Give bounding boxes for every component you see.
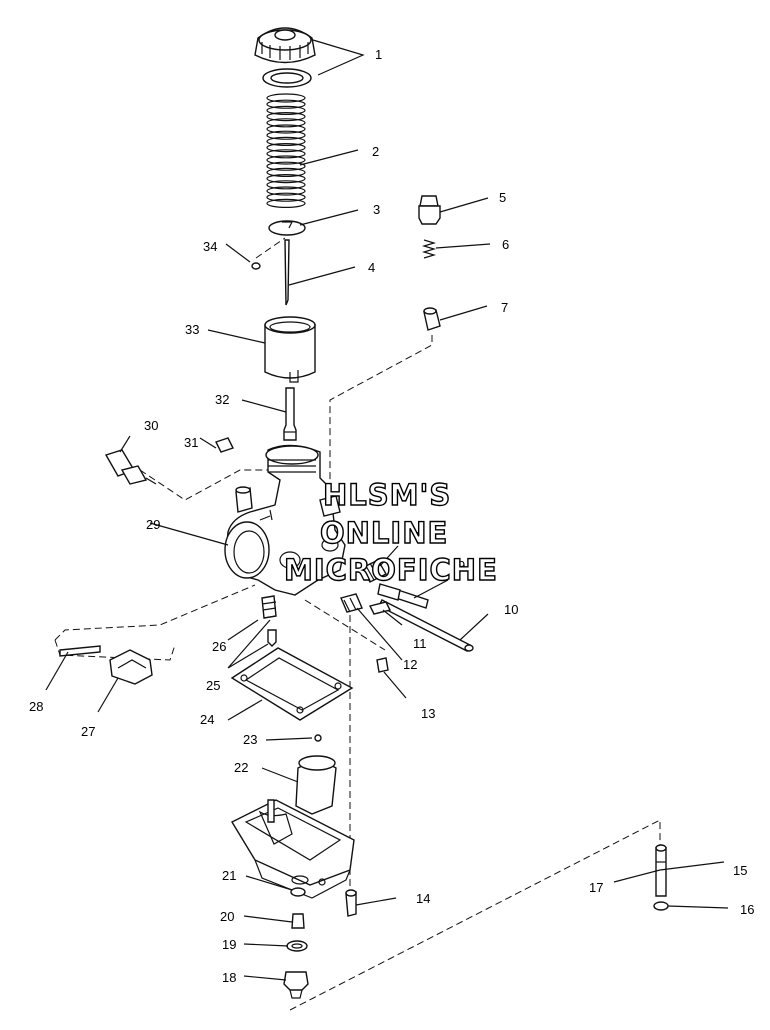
part-pin-assembly xyxy=(653,844,669,911)
callout-31: 31 xyxy=(184,435,198,450)
watermark: HLSM'S ONLINE MICROFICHE xyxy=(283,477,498,587)
part-o-ring xyxy=(286,940,308,952)
spring-coil xyxy=(266,192,306,202)
callout-9: 9 xyxy=(458,558,465,573)
part-adjuster-screw xyxy=(340,593,363,613)
part-throttle-valve xyxy=(264,316,316,383)
callout-6: 6 xyxy=(502,237,509,252)
spring-coil xyxy=(266,118,306,128)
spring-coil xyxy=(266,155,306,165)
callout-1: 1 xyxy=(375,47,382,62)
spring-coil xyxy=(266,124,306,134)
spring-coil xyxy=(266,186,306,196)
watermark-line-1: HLSM'S xyxy=(323,478,451,512)
callout-4: 4 xyxy=(368,260,375,275)
callout-34: 34 xyxy=(203,239,217,254)
part-bowl-screw xyxy=(345,889,357,917)
callout-28: 28 xyxy=(29,699,43,714)
watermark-line-3: MICROFICHE xyxy=(284,553,498,587)
part-cap-plug xyxy=(215,437,234,453)
part-needle-clip xyxy=(251,262,261,270)
part-cap-and-washer xyxy=(254,27,316,88)
callout-19: 19 xyxy=(222,937,236,952)
callout-24: 24 xyxy=(200,712,214,727)
spring-coil xyxy=(266,99,306,109)
part-carburetor-body xyxy=(224,444,346,596)
part-choke-plunger xyxy=(104,449,157,485)
callout-17: 17 xyxy=(589,880,603,895)
spring-coil xyxy=(266,167,306,177)
callout-18: 18 xyxy=(222,970,236,985)
callout-3: 3 xyxy=(373,202,380,217)
part-washer xyxy=(290,887,306,897)
spring-coil xyxy=(266,130,306,140)
spring-coil xyxy=(266,174,306,184)
callout-22: 22 xyxy=(234,760,248,775)
callout-7: 7 xyxy=(501,300,508,315)
callout-32: 32 xyxy=(215,392,229,407)
part-small-plug xyxy=(376,657,389,673)
spring-coil xyxy=(266,180,306,190)
callout-30: 30 xyxy=(144,418,158,433)
callout-2: 2 xyxy=(372,144,379,159)
callout-5: 5 xyxy=(499,190,506,205)
callout-13: 13 xyxy=(421,706,435,721)
part-main-jet xyxy=(261,595,277,619)
spring-coil xyxy=(266,105,306,116)
callout-15: 15 xyxy=(733,863,747,878)
part-float-bowl xyxy=(231,799,355,899)
part-screw xyxy=(368,601,392,615)
part-small-spring xyxy=(421,239,437,259)
watermark-line-2: ONLINE xyxy=(320,516,448,550)
callout-27: 27 xyxy=(81,724,95,739)
part-float-needle xyxy=(267,629,277,647)
part-spring xyxy=(266,93,306,208)
spring-coil xyxy=(266,149,306,159)
part-needle-jet xyxy=(283,387,297,441)
spring-coil xyxy=(266,143,306,153)
callout-numbers: 1 2 3 4 5 6 7 8 9 10 11 12 13 14 15 16 1… xyxy=(29,47,754,985)
part-idle-screw xyxy=(377,583,429,609)
spring-coil xyxy=(266,198,306,208)
part-bracket xyxy=(59,645,153,685)
callout-33: 33 xyxy=(185,322,199,337)
callout-20: 20 xyxy=(220,909,234,924)
part-float-bowl-gasket xyxy=(230,647,354,721)
spring-coil xyxy=(266,136,306,146)
part-drain-plug xyxy=(283,971,309,999)
part-float xyxy=(295,755,337,815)
part-float-pin xyxy=(314,734,322,742)
spring-coil xyxy=(266,161,306,171)
callout-10: 10 xyxy=(504,602,518,617)
callout-25: 25 xyxy=(206,678,220,693)
part-drain-jet xyxy=(291,913,305,929)
callout-14: 14 xyxy=(416,891,430,906)
callout-29: 29 xyxy=(146,517,160,532)
callout-26: 26 xyxy=(212,639,226,654)
callout-16: 16 xyxy=(740,902,754,917)
part-jet-needle xyxy=(284,239,290,306)
part-spring-seat xyxy=(268,220,306,236)
callout-23: 23 xyxy=(243,732,257,747)
callout-8: 8 xyxy=(415,529,422,544)
part-pilot-jet-holder xyxy=(418,195,441,225)
callout-12: 12 xyxy=(403,657,417,672)
callout-11: 11 xyxy=(413,636,427,651)
spring-coil xyxy=(266,111,306,122)
part-plunger xyxy=(423,307,441,331)
spring-coil xyxy=(266,93,306,103)
assembly-guide-lines xyxy=(54,237,661,1011)
leader-lines xyxy=(45,39,729,981)
callout-21: 21 xyxy=(222,868,236,883)
